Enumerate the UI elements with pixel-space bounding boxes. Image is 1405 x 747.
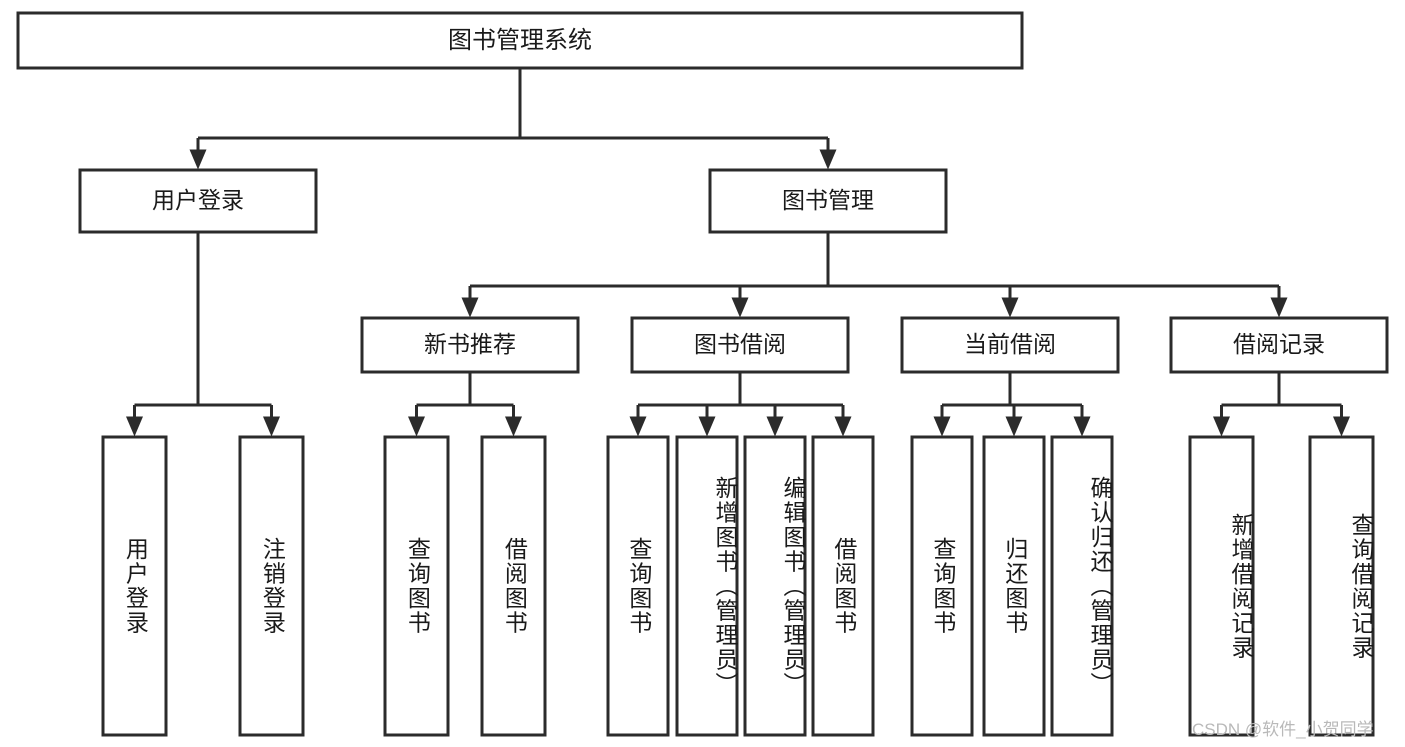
node-box-leaf-add-book[interactable] [675,435,739,737]
arrow-head-icon [1005,416,1023,437]
node-box-leaf-borrow-book-1[interactable] [480,435,547,737]
csdn-watermark: CSDN @软件_小贺同学 [1192,720,1374,739]
arrow-head-icon [461,297,479,318]
node-box-book-borrow[interactable] [630,316,850,374]
arrow-head-icon [126,416,143,437]
node-box-leaf-add-record[interactable] [1188,435,1255,737]
node-label-book-borrow: 图书借阅 [694,331,786,357]
node-box-leaf-confirm-return[interactable] [1050,435,1114,737]
node-label-root: 图书管理系统 [448,27,592,54]
arrow-head-icon [1073,416,1091,437]
arrow-head-icon [933,416,951,437]
node-box-leaf-query-book-2[interactable] [606,435,670,737]
node-box-leaf-borrow-book-2[interactable] [811,435,875,737]
arrow-head-icon [1213,416,1230,437]
node-box-leaf-query-book-3[interactable] [910,435,974,737]
node-box-layer [16,11,1389,737]
arrow-head-icon [1270,297,1288,318]
node-box-leaf-query-book-1[interactable] [383,435,450,737]
node-box-current-borrow[interactable] [900,316,1120,374]
node-box-book-manage[interactable] [708,168,948,234]
node-box-new-book-rec[interactable] [360,316,580,374]
arrow-head-icon [731,297,749,318]
node-box-leaf-edit-book[interactable] [743,435,807,737]
node-label-new-book-rec: 新书推荐 [424,331,516,357]
node-box-leaf-user-logout[interactable] [238,435,305,737]
node-box-root[interactable] [16,11,1024,70]
node-label-current-borrow: 当前借阅 [964,331,1056,357]
arrow-head-icon [834,416,852,437]
connector-layer [126,68,1350,437]
arrow-head-icon [819,149,837,170]
node-box-leaf-query-record[interactable] [1308,435,1375,737]
node-label-book-manage: 图书管理 [782,187,874,213]
node-box-user-login[interactable] [78,168,318,234]
arrow-head-icon [408,416,425,437]
arrow-head-icon [263,416,280,437]
arrow-head-icon [505,416,522,437]
node-label-user-login: 用户登录 [152,187,244,213]
arrow-head-icon [189,149,207,170]
node-box-leaf-return-book[interactable] [982,435,1046,737]
node-box-borrow-record[interactable] [1169,316,1389,374]
arrow-head-icon [629,416,647,437]
node-box-leaf-user-login[interactable] [101,435,168,737]
arrow-head-icon [1001,297,1019,318]
node-label-borrow-record: 借阅记录 [1233,331,1325,357]
arrow-head-icon [1333,416,1350,437]
arrow-head-icon [766,416,784,437]
arrow-head-icon [698,416,716,437]
